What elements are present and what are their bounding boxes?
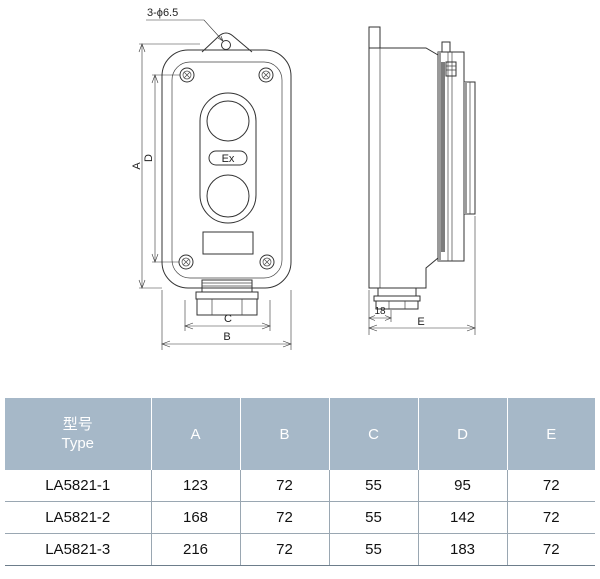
cell-type: LA5821-3 bbox=[5, 533, 152, 566]
cell-e: 72 bbox=[507, 470, 595, 502]
dim-label-e: E bbox=[417, 316, 424, 328]
header-a: A bbox=[151, 398, 241, 470]
dimension-table: 型号 Type A B C D E LA5821-1 123 72 55 95 … bbox=[5, 398, 595, 566]
corner-screw bbox=[258, 67, 274, 83]
header-type: 型号 Type bbox=[5, 398, 152, 470]
side-top-lug bbox=[368, 26, 381, 49]
housing-outer bbox=[161, 49, 292, 289]
cell-type: LA5821-1 bbox=[5, 470, 152, 502]
cell-type: LA5821-2 bbox=[5, 501, 152, 534]
mounting-ear-top bbox=[201, 32, 253, 53]
table-row: LA5821-2 168 72 55 142 72 bbox=[5, 501, 595, 534]
header-type-en: Type bbox=[61, 435, 95, 452]
cell-c: 55 bbox=[329, 501, 419, 534]
dim-label-a: A bbox=[131, 162, 143, 170]
header-type-cn: 型号 bbox=[62, 416, 93, 433]
ex-badge-label: Ex bbox=[222, 153, 235, 165]
cell-b: 72 bbox=[240, 533, 330, 566]
cell-d: 183 bbox=[418, 533, 508, 566]
side-view: 18 E bbox=[368, 26, 476, 335]
cell-b: 72 bbox=[240, 501, 330, 534]
cell-e: 72 bbox=[507, 533, 595, 566]
corner-screw bbox=[178, 254, 194, 270]
header-d: D bbox=[418, 398, 508, 470]
side-body bbox=[368, 47, 439, 289]
corner-screw bbox=[179, 67, 195, 83]
dim-label-c: C bbox=[224, 313, 232, 325]
push-button-top bbox=[206, 100, 250, 142]
cell-d: 142 bbox=[418, 501, 508, 534]
cell-a: 216 bbox=[151, 533, 241, 566]
gland-nut bbox=[196, 298, 258, 316]
table-row: LA5821-3 216 72 55 183 72 bbox=[5, 533, 595, 566]
ear-hole bbox=[221, 40, 231, 50]
cell-c: 55 bbox=[329, 470, 419, 502]
push-button-bottom bbox=[206, 174, 250, 218]
cell-e: 72 bbox=[507, 501, 595, 534]
nameplate bbox=[202, 231, 254, 255]
ex-badge bbox=[208, 150, 248, 166]
cell-d: 95 bbox=[418, 470, 508, 502]
dim-label-d: D bbox=[143, 154, 155, 162]
table-row: LA5821-1 123 72 55 95 72 bbox=[5, 470, 595, 502]
header-c: C bbox=[329, 398, 419, 470]
side-gland bbox=[377, 287, 417, 297]
corner-screw bbox=[259, 254, 275, 270]
header-b: B bbox=[240, 398, 330, 470]
front-view: 3-ϕ6.5 Ex bbox=[131, 7, 292, 350]
cell-a: 168 bbox=[151, 501, 241, 534]
dim-label-18: 18 bbox=[374, 306, 386, 317]
cell-b: 72 bbox=[240, 470, 330, 502]
dimension-drawing: 3-ϕ6.5 Ex bbox=[131, 7, 476, 350]
cell-c: 55 bbox=[329, 533, 419, 566]
housing-inner bbox=[171, 61, 283, 279]
dim-label-b: B bbox=[223, 331, 230, 343]
button-panel bbox=[199, 92, 257, 224]
header-e: E bbox=[507, 398, 595, 470]
cell-a: 123 bbox=[151, 470, 241, 502]
table-header-row: 型号 Type A B C D E bbox=[5, 398, 595, 470]
hole-callout: 3-ϕ6.5 bbox=[147, 7, 178, 19]
